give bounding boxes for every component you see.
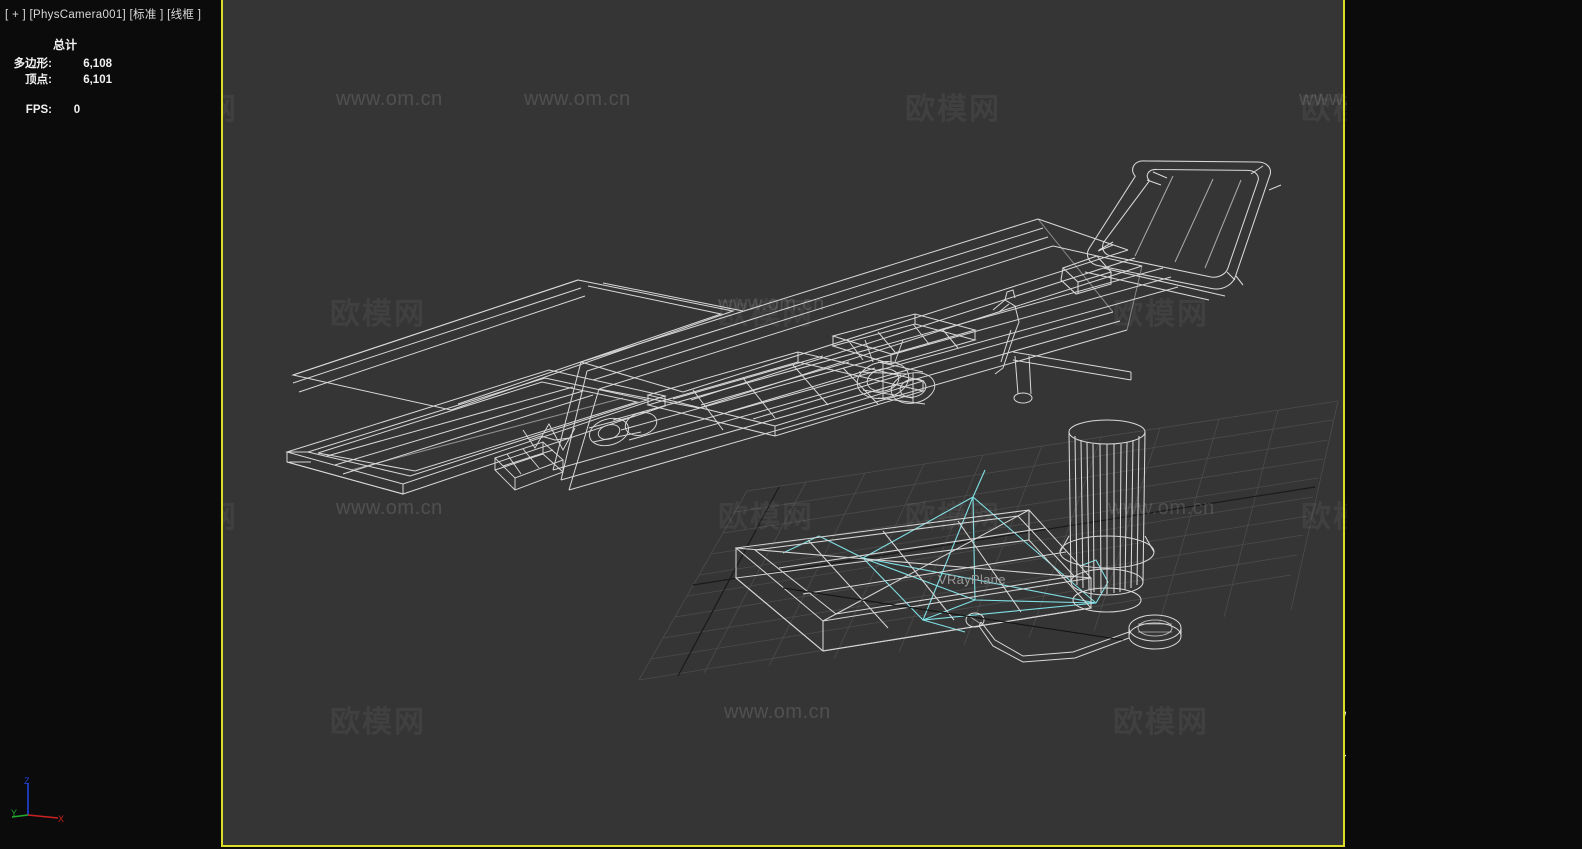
x-axis-label: X — [58, 814, 64, 824]
scene-statistics: 总计 多边形: 6,108 顶点: 6,101 FPS: 0 — [0, 36, 200, 118]
y-axis-label: Y — [11, 808, 17, 818]
right-gutter — [1347, 0, 1582, 849]
scene-occlusion-lines — [782, 587, 1124, 641]
table-body-long — [552, 218, 1179, 491]
fps-value: 0 — [73, 104, 81, 116]
z-axis-label: Z — [24, 776, 30, 786]
viewport-label[interactable]: [ + ] [PhysCamera001] [标准 ] [线框 ] — [5, 9, 202, 21]
head-rest-frame — [1060, 160, 1282, 301]
statistics-title: 总计 — [52, 38, 77, 52]
vertices-value: 6,101 — [83, 74, 112, 86]
polygons-label: 多边形: — [13, 58, 52, 70]
statistics-row-fps: FPS: 0 — [0, 102, 130, 118]
foot-pedal — [965, 612, 1182, 663]
table-column — [1059, 419, 1155, 613]
x-axis-line — [27, 814, 59, 819]
statistics-row-polygons: 多边形: 6,108 — [0, 56, 130, 72]
viewport-canvas[interactable]: VRayPlane 欧模网欧模网欧模网欧模网欧模网欧模网欧模网欧模网欧模网欧模网… — [223, 0, 1343, 845]
wireframe-scene — [285, 158, 1339, 681]
statistics-spacer — [0, 88, 200, 102]
axis-tripod: Z Y X — [11, 776, 64, 824]
table-mechanism — [831, 289, 1132, 404]
vertices-label: 顶点: — [25, 74, 52, 86]
table-base — [734, 509, 1093, 652]
active-viewport[interactable]: VRayPlane 欧模网欧模网欧模网欧模网欧模网欧模网欧模网欧模网欧模网欧模网… — [221, 0, 1345, 847]
table-back-slab — [291, 279, 744, 411]
object-name-label: VRayPlane — [938, 572, 1006, 587]
grid-axis-lines — [677, 486, 1316, 677]
statistics-panel: [ + ] [PhysCamera001] [标准 ] [线框 ] 总计 多边形… — [0, 0, 221, 849]
table-head-frame — [1079, 158, 1286, 267]
left-arm-assembly — [494, 412, 658, 491]
pivot-assembly — [856, 339, 936, 405]
polygons-value: 6,108 — [83, 58, 112, 70]
fps-label: FPS: — [25, 104, 52, 116]
statistics-row-vertices: 顶点: 6,101 — [0, 72, 130, 88]
y-axis-line — [11, 814, 29, 818]
home-grid — [638, 400, 1339, 681]
